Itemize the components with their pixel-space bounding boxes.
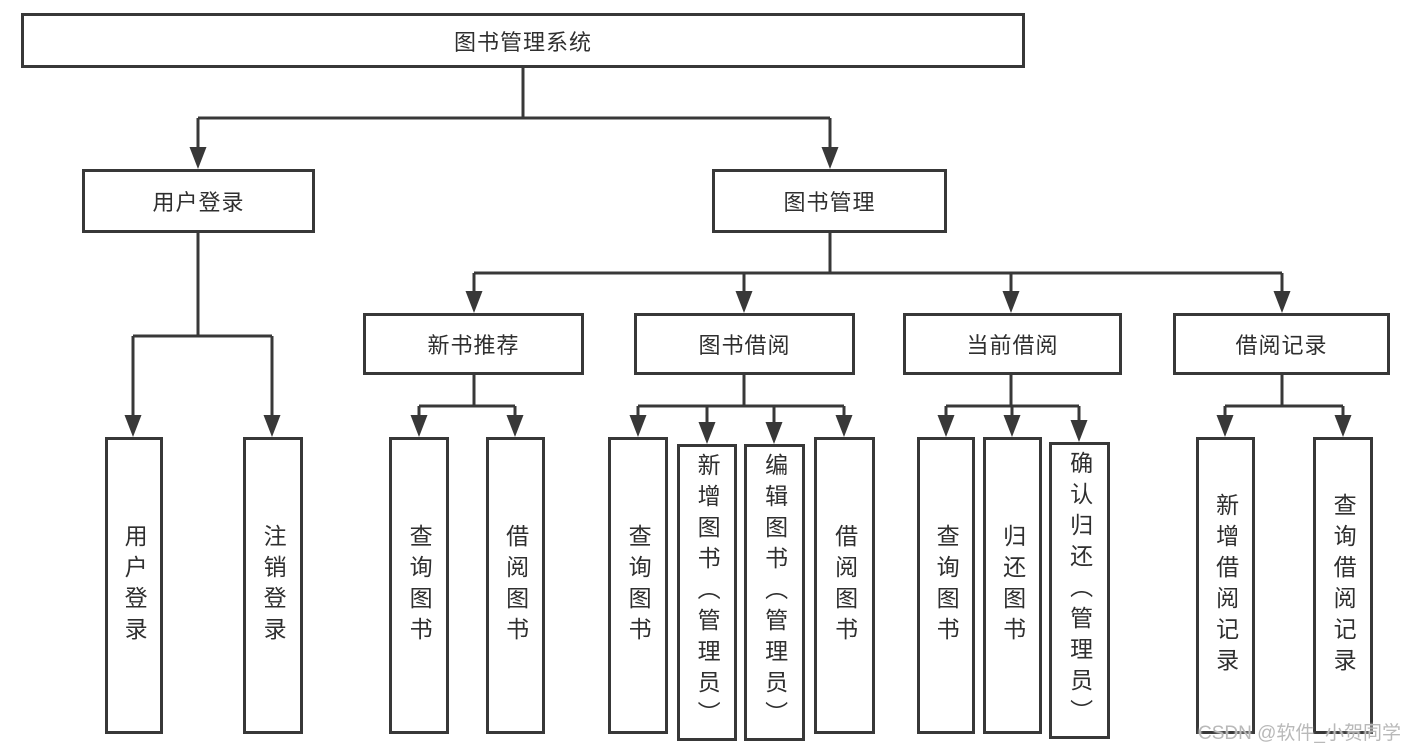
leaf-query-books-3: 查询图书 [917, 437, 975, 734]
leaf-add-borrow-record: 新增借阅记录 [1196, 437, 1255, 734]
arrowhead-icon [765, 422, 783, 444]
leaf-query-books-2: 查询图书 [608, 437, 668, 734]
leaf-label: 查询借阅记录 [1330, 492, 1357, 679]
node-book-borrowing: 图书借阅 [634, 313, 855, 375]
leaf-add-books-admin: 新增图书（管理员） [677, 444, 737, 741]
arrowhead-icon [189, 147, 207, 169]
arrowhead-icon [698, 422, 716, 444]
arrowhead-icon [124, 415, 142, 437]
node-new-book-recommend: 新书推荐 [363, 313, 584, 375]
leaf-query-borrow-record: 查询借阅记录 [1313, 437, 1373, 734]
leaf-label: 借阅图书 [502, 523, 529, 648]
arrowhead-icon [1070, 420, 1088, 442]
node-borrowing-records: 借阅记录 [1173, 313, 1390, 375]
leaf-label: 查询图书 [406, 523, 433, 648]
leaf-label: 新增借阅记录 [1212, 492, 1239, 679]
node-current-borrowing: 当前借阅 [903, 313, 1122, 375]
csdn-watermark: CSDN @软件_小贺同学 [1198, 723, 1401, 744]
leaf-user-login: 用户登录 [105, 437, 163, 734]
leaf-label: 归还图书 [999, 523, 1026, 648]
arrowhead-icon [835, 415, 853, 437]
leaf-label: 注销登录 [260, 523, 287, 648]
arrowhead-icon [1003, 415, 1021, 437]
leaf-return-books: 归还图书 [983, 437, 1042, 734]
leaf-logout: 注销登录 [243, 437, 303, 734]
arrowhead-icon [1273, 291, 1291, 313]
leaf-label: 用户登录 [121, 523, 148, 648]
arrowhead-icon [410, 415, 428, 437]
node-library-management-system: 图书管理系统 [21, 13, 1025, 68]
node-book-management: 图书管理 [712, 169, 947, 233]
leaf-label: 确认归还（管理员） [1066, 451, 1093, 730]
arrowhead-icon [1216, 415, 1234, 437]
leaf-label: 查询图书 [625, 523, 652, 648]
arrowhead-icon [629, 415, 647, 437]
arrowhead-icon [937, 415, 955, 437]
node-user-login: 用户登录 [82, 169, 315, 233]
arrowhead-icon [1002, 291, 1020, 313]
arrowhead-icon [506, 415, 524, 437]
arrowhead-icon [263, 415, 281, 437]
arrowhead-icon [465, 291, 483, 313]
arrowhead-icon [1334, 415, 1352, 437]
leaf-label: 编辑图书（管理员） [761, 453, 788, 732]
arrowhead-icon [821, 147, 839, 169]
leaf-label: 新增图书（管理员） [694, 453, 721, 732]
leaf-query-books-1: 查询图书 [389, 437, 449, 734]
leaf-edit-books-admin: 编辑图书（管理员） [744, 444, 805, 741]
arrowhead-icon [735, 291, 753, 313]
leaf-confirm-return-admin: 确认归还（管理员） [1049, 442, 1110, 739]
leaf-borrow-books-1: 借阅图书 [486, 437, 545, 734]
leaf-label: 借阅图书 [831, 523, 858, 648]
leaf-borrow-books-2: 借阅图书 [814, 437, 875, 734]
leaf-label: 查询图书 [933, 523, 960, 648]
